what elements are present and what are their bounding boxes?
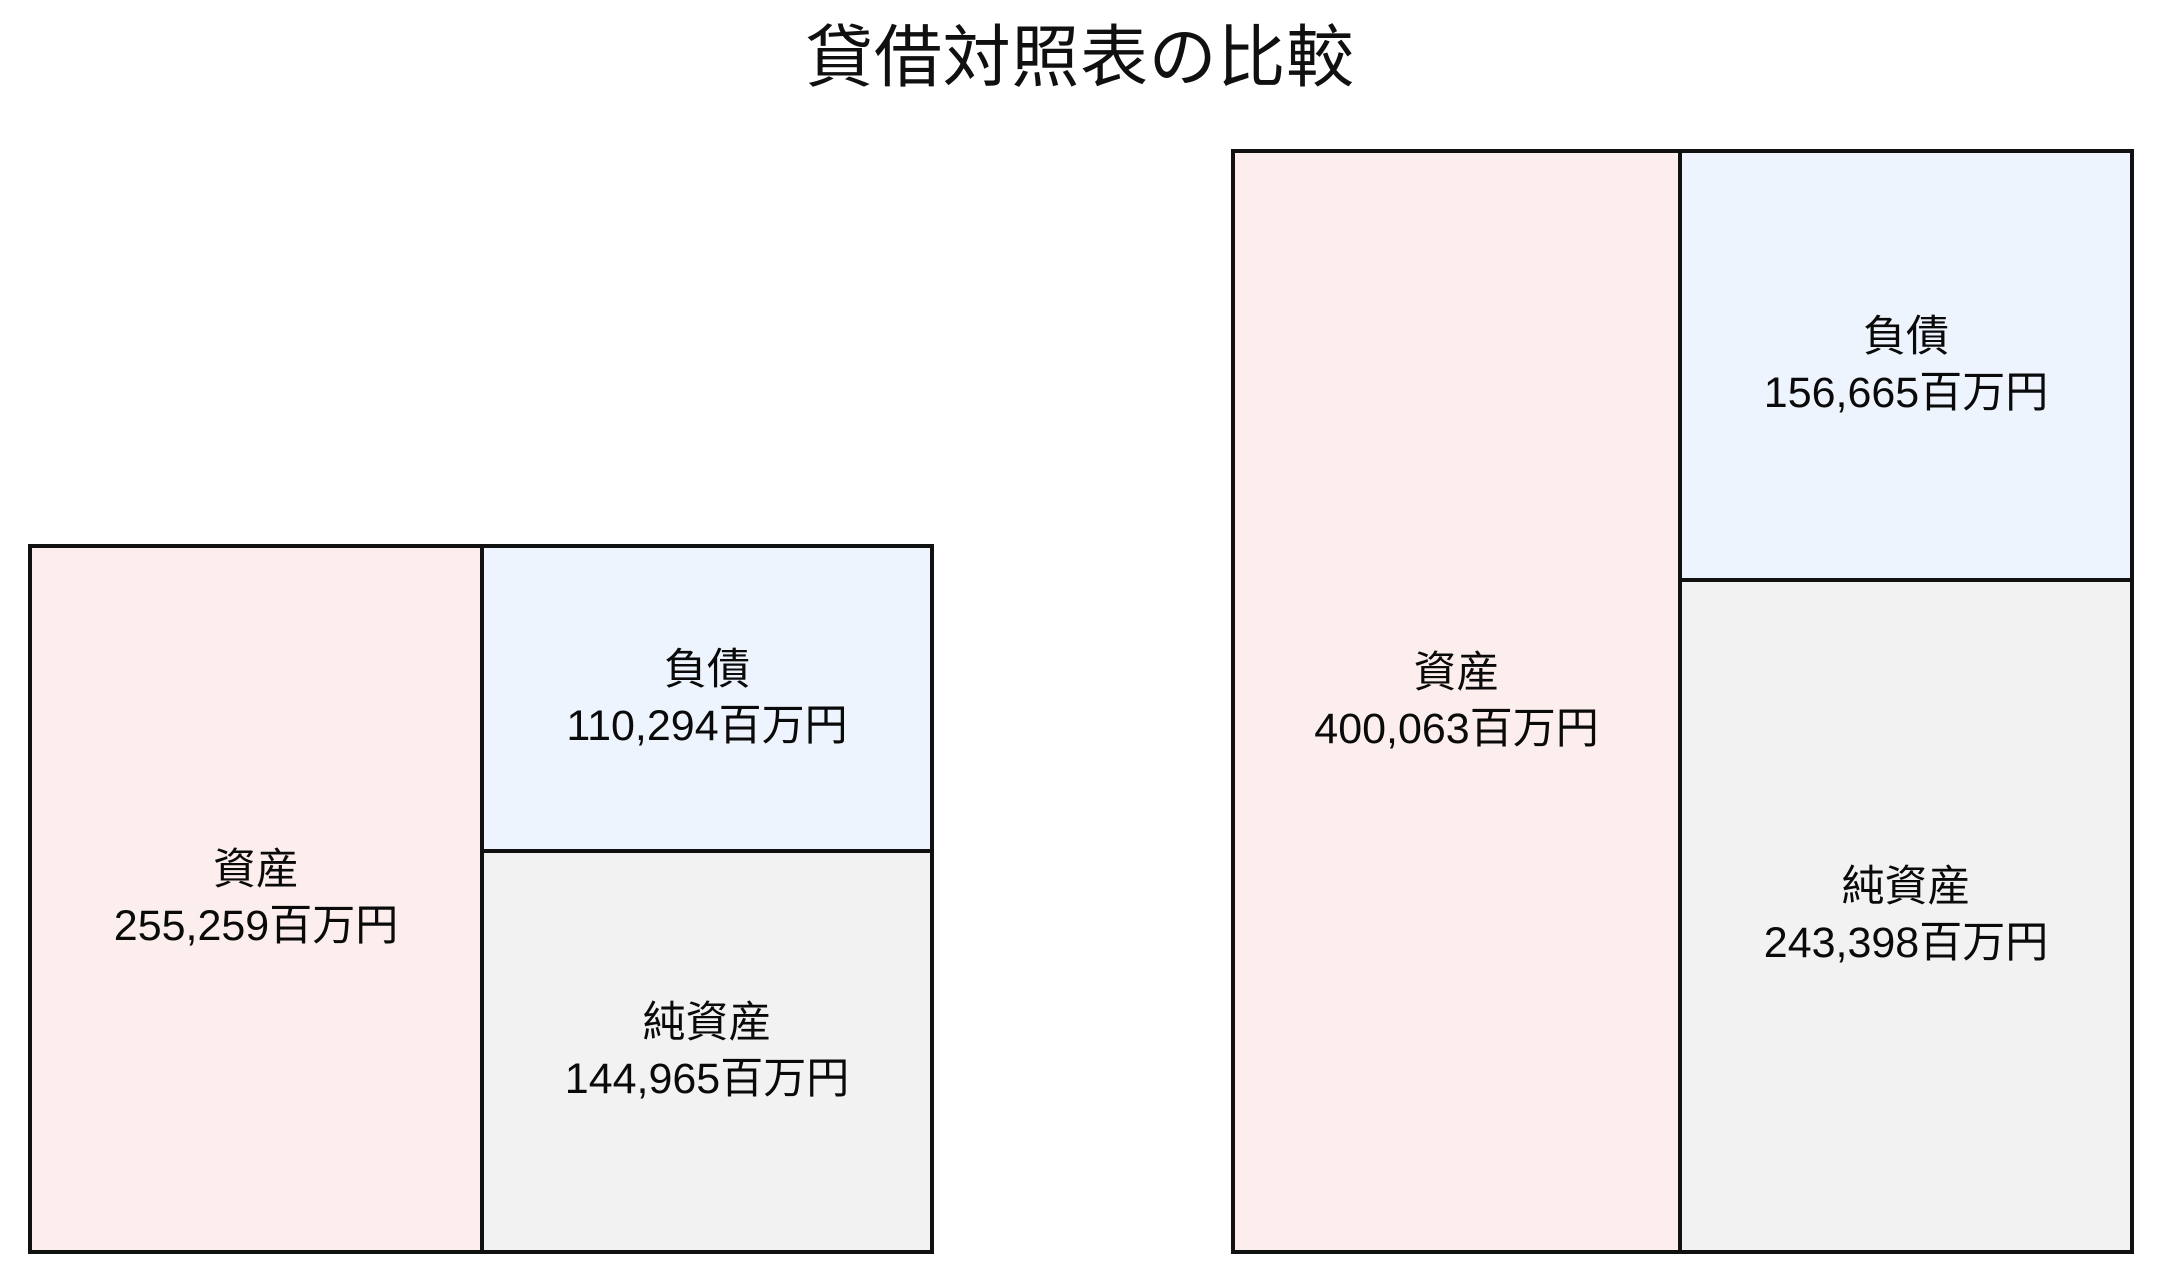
right-assets-block: 資産 400,063百万円 [1231,149,1682,1254]
right-liabilities-category: 負債 [1863,312,1949,361]
left-net-assets-label: 純資産 144,965百万円 [559,996,855,1108]
page-title: 貸借対照表の比較 [805,20,1355,96]
right-net-assets-category: 純資産 [1841,863,1971,912]
right-net-assets-block: 純資産 243,398百万円 [1678,578,2134,1254]
left-liabilities-label: 負債 110,294百万円 [560,643,853,755]
right-net-assets-label: 純資産 243,398百万円 [1758,860,2054,972]
right-liabilities-block: 負債 156,665百万円 [1678,149,2134,582]
right-net-assets-amount: 243,398百万円 [1763,919,2049,967]
right-assets-amount: 400,063百万円 [1314,704,1599,753]
left-assets-amount: 255,259百万円 [113,902,399,950]
left-assets-label: 資産 255,259百万円 [108,843,404,955]
left-net-assets-block: 純資産 144,965百万円 [480,849,934,1254]
right-liabilities-label: 負債 156,665百万円 [1758,310,2054,422]
right-assets-label: 資産 400,063百万円 [1308,646,1604,758]
left-liabilities-amount: 110,294百万円 [566,701,848,750]
left-assets-block: 資産 255,259百万円 [28,544,484,1254]
right-assets-category: 資産 [1413,648,1500,697]
left-net-assets-category: 純資産 [642,998,772,1047]
left-net-assets-amount: 144,965百万円 [564,1054,850,1103]
left-liabilities-category: 負債 [664,645,750,694]
left-liabilities-block: 負債 110,294百万円 [480,544,934,853]
left-assets-category: 資産 [213,846,299,895]
right-liabilities-amount: 156,665百万円 [1763,368,2049,417]
